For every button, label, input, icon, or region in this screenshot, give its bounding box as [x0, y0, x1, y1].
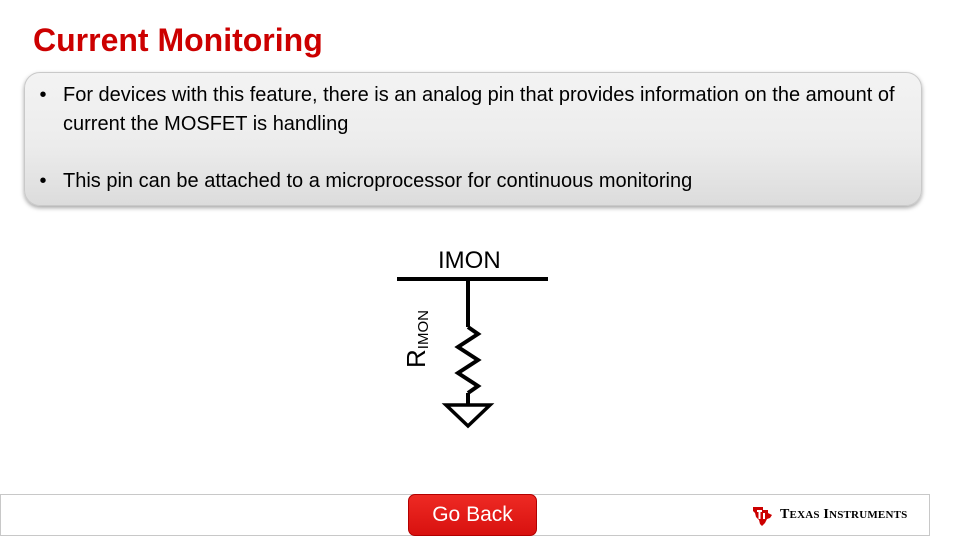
go-back-button[interactable]: Go Back	[408, 494, 537, 536]
bullet-text: This pin can be attached to a microproce…	[63, 170, 693, 192]
resistor-label: RIMON	[401, 310, 432, 368]
imon-schematic: IMON RIMON	[397, 247, 548, 429]
page-title: Current Monitoring	[33, 22, 323, 58]
bullet-box: • For devices with this feature, there i…	[24, 72, 922, 206]
bullet-marker: •	[39, 84, 47, 106]
resistor-icon	[454, 325, 482, 395]
ti-logo-text: TEXAS INSTRUMENTS	[780, 507, 908, 522]
bullet-marker: •	[39, 170, 47, 192]
imon-pin-label: IMON	[438, 247, 501, 274]
ti-state-icon	[753, 507, 772, 526]
texas-instruments-logo: TEXAS INSTRUMENTS	[750, 502, 907, 528]
bullet-item: • For devices with this feature, there i…	[33, 81, 911, 139]
bullet-item: • This pin can be attached to a micropro…	[33, 167, 911, 196]
bullet-text: For devices with this feature, there is …	[63, 84, 895, 135]
ground-icon	[441, 403, 495, 429]
